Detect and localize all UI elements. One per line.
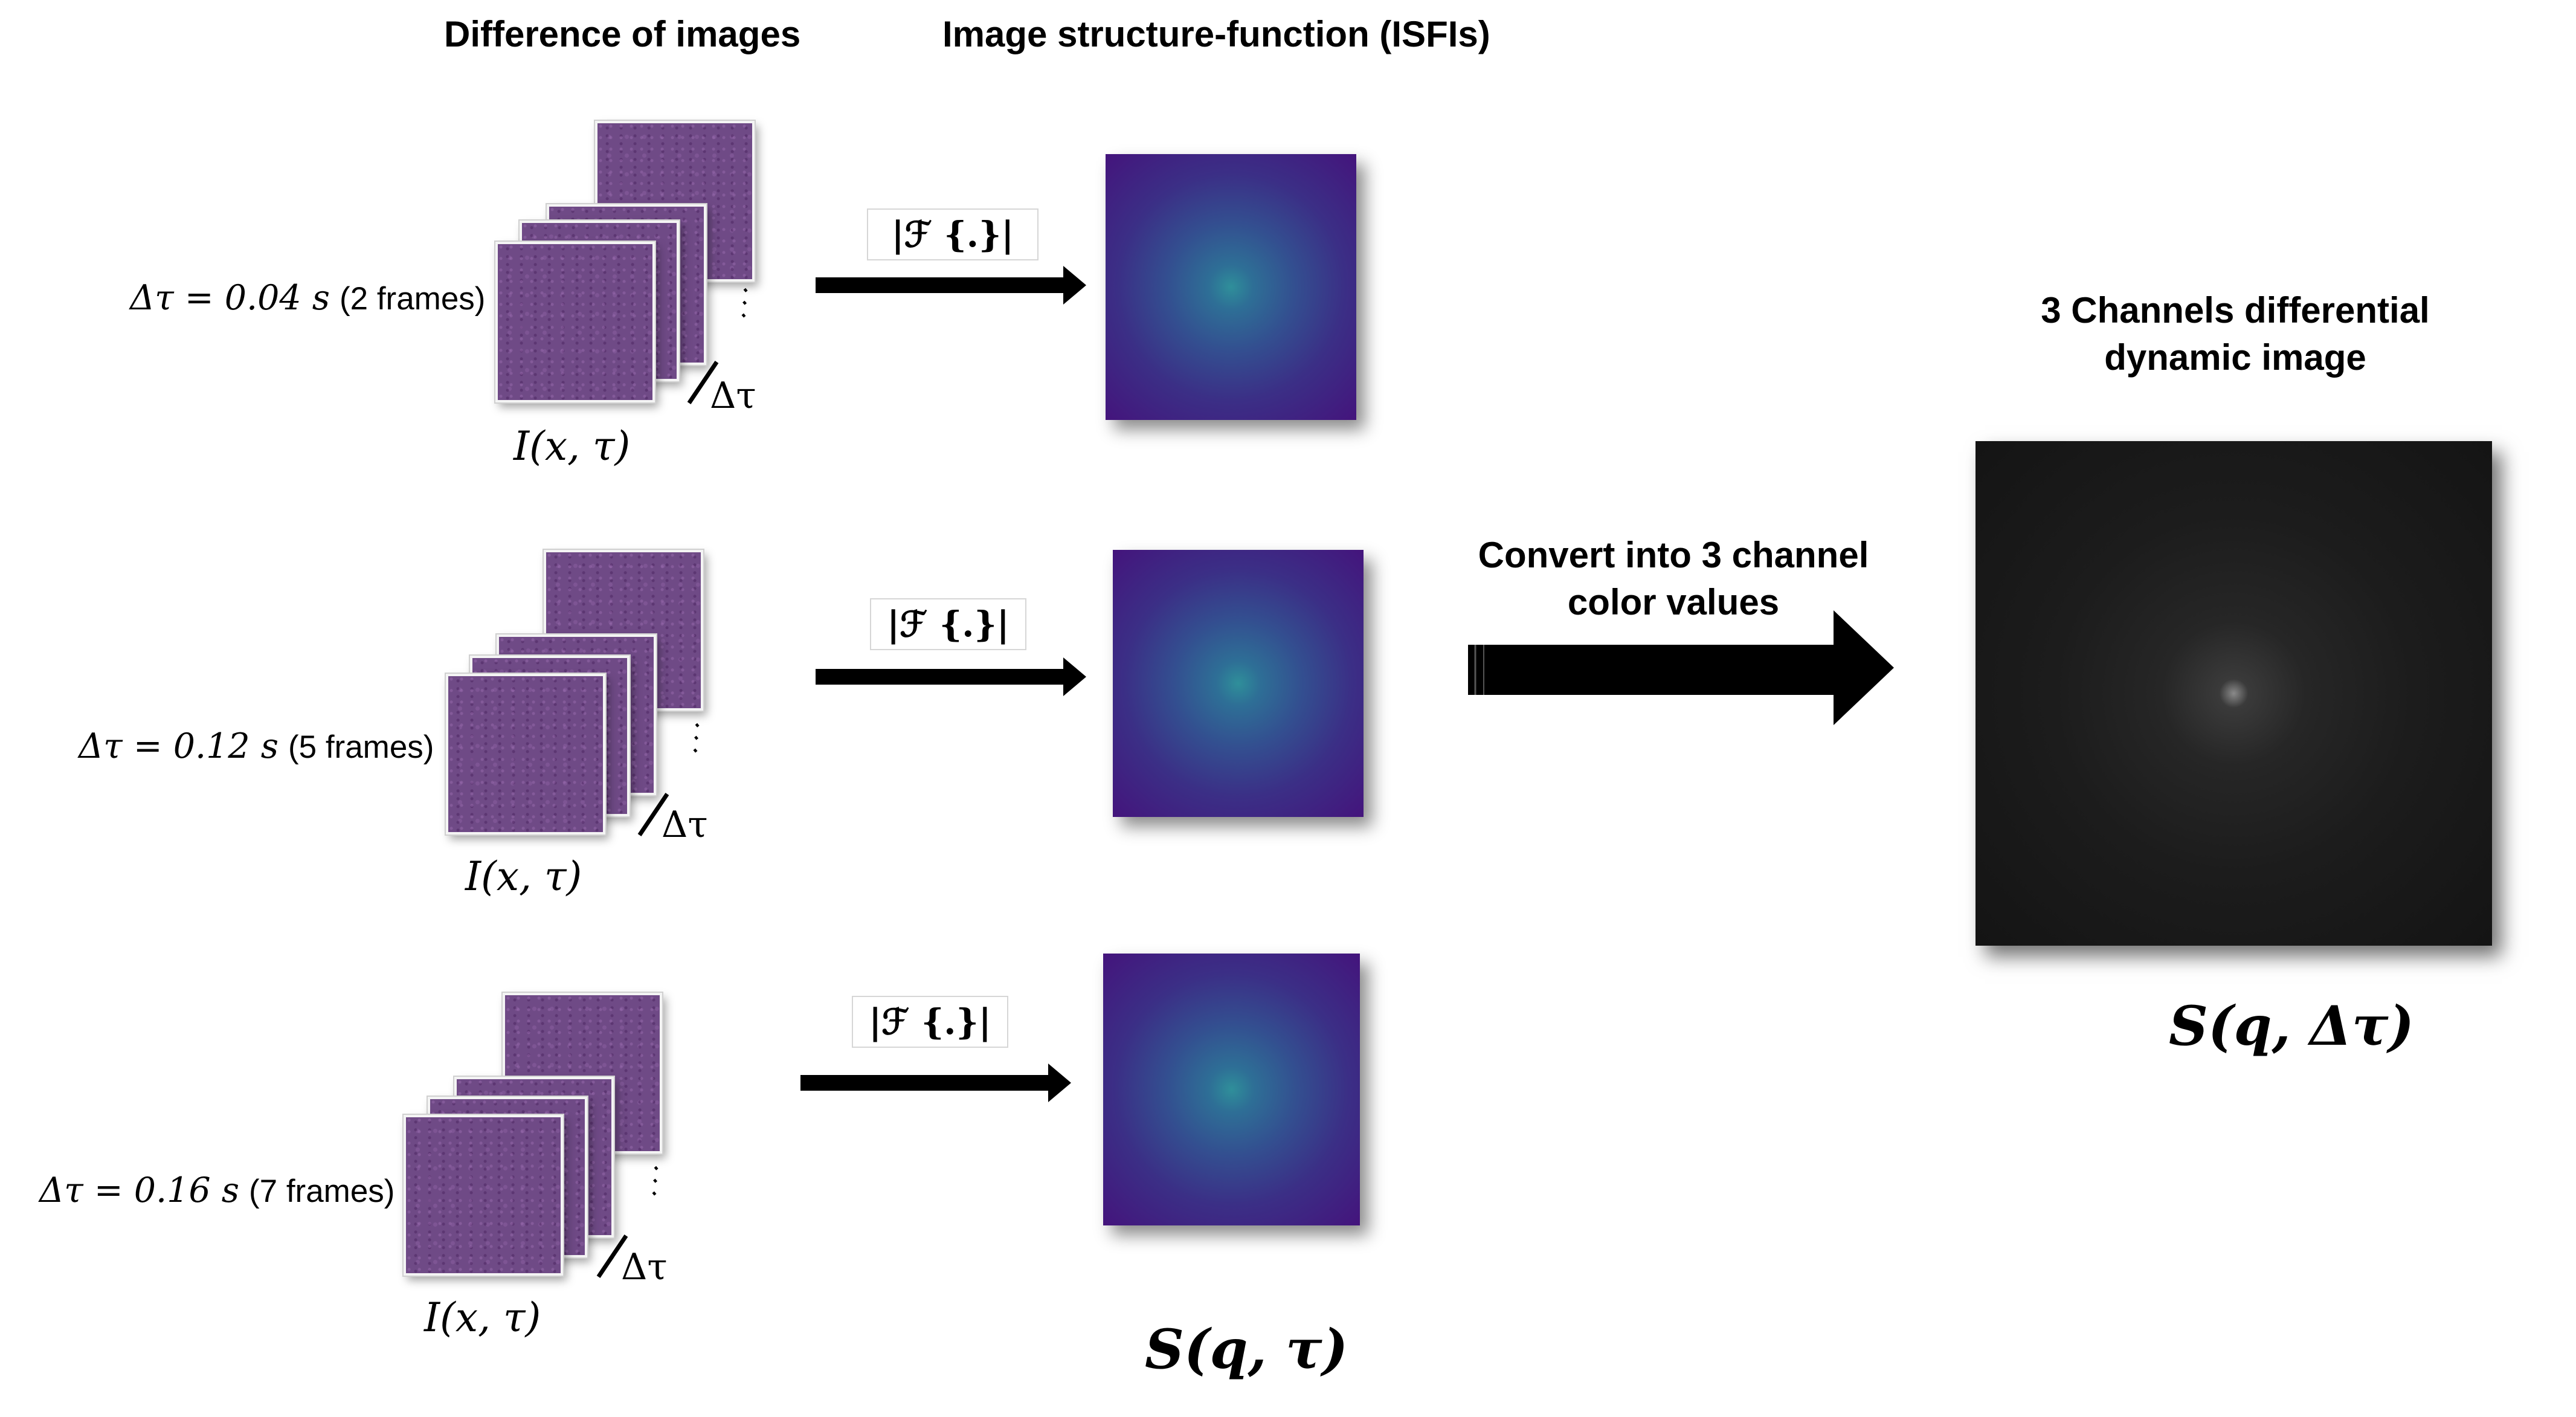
row2-ellipsis-icon: ⋰ xyxy=(675,717,716,758)
row1-image-label: I(x, τ) xyxy=(514,423,631,470)
row2-frame-front xyxy=(446,674,605,834)
row3-fourier-box: |ℱ {.}| xyxy=(852,996,1008,1048)
row3-image-label: I(x, τ) xyxy=(424,1294,541,1341)
header-output: 3 Channels differential dynamic image xyxy=(2041,290,2430,378)
row2-dt-label: Δτ = 0.12 s (5 frames) xyxy=(79,726,434,766)
output-3channel-image xyxy=(1975,441,2492,946)
row1-isf-image xyxy=(1106,154,1356,420)
row1-fourier-box: |ℱ {.}| xyxy=(867,208,1038,260)
row1-frame-count: (2 frames) xyxy=(339,281,486,317)
convert-label: Convert into 3 channel color values xyxy=(1478,535,1869,622)
row2-fourier-box: |ℱ {.}| xyxy=(870,598,1026,650)
row3-delta-label: Δτ xyxy=(621,1246,668,1288)
output-symbol: S(q, Δτ) xyxy=(2169,994,2415,1058)
row1-delta-label: Δτ xyxy=(710,375,756,417)
row2-isf-image xyxy=(1113,550,1364,817)
header-isf: Image structure-function (ISFIs) xyxy=(942,14,1490,54)
row3-dt-equation: Δτ = 0.16 s xyxy=(39,1170,239,1210)
row3-arrow xyxy=(800,1064,1071,1102)
row3-ellipsis-icon: ⋰ xyxy=(634,1160,675,1201)
row1-dt-label: Δτ = 0.04 s (2 frames) xyxy=(130,278,485,318)
header-difference-of-images: Difference of images xyxy=(444,14,801,54)
row3-frame-count: (7 frames) xyxy=(248,1173,395,1209)
row1-dt-equation: Δτ = 0.04 s xyxy=(130,278,330,318)
row1-ellipsis-icon: ⋰ xyxy=(724,282,765,323)
row1-arrow xyxy=(816,266,1086,305)
row3-dt-label: Δτ = 0.16 s (7 frames) xyxy=(39,1170,394,1210)
row3-frame-front xyxy=(404,1115,563,1276)
isf-symbol: S(q, τ) xyxy=(1145,1317,1348,1381)
row2-image-label: I(x, τ) xyxy=(465,853,582,900)
row2-arrow xyxy=(816,657,1086,696)
row2-delta-label: Δτ xyxy=(662,804,708,846)
convert-arrow xyxy=(1468,610,1894,725)
row3-isf-image xyxy=(1103,954,1360,1225)
row2-dt-equation: Δτ = 0.12 s xyxy=(79,726,279,766)
row1-frame-front xyxy=(495,242,655,402)
row2-frame-count: (5 frames) xyxy=(288,729,434,765)
